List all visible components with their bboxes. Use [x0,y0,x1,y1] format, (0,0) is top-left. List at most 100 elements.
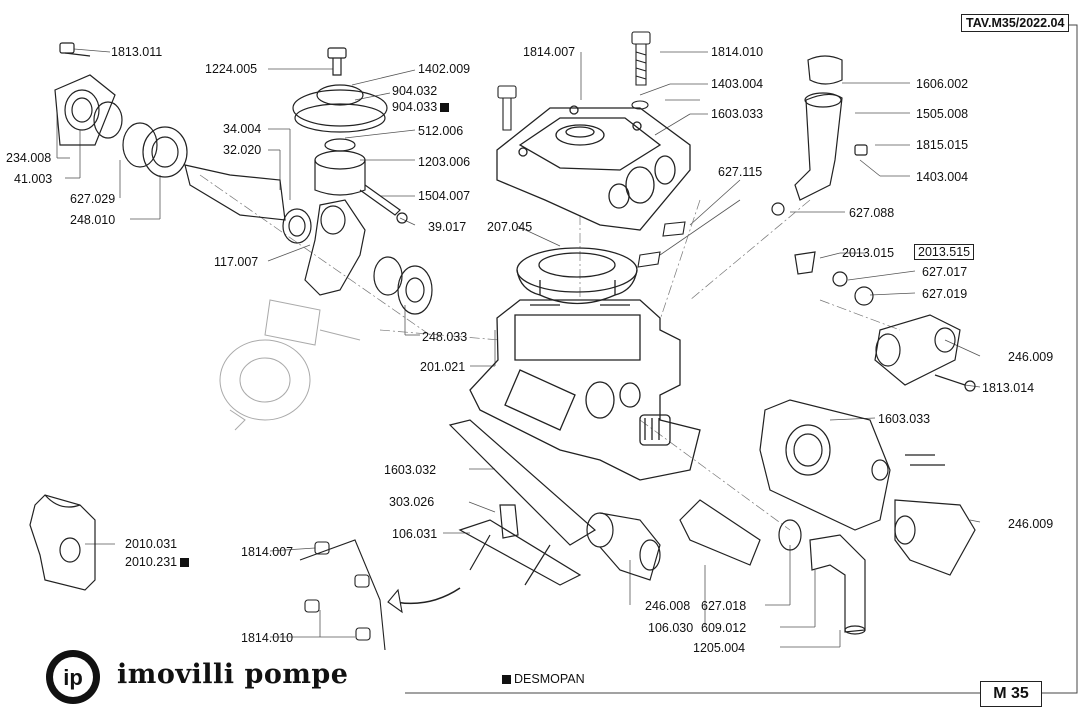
leader-lines [56,48,981,648]
part-number: 1603.033 [878,412,931,426]
part-callout-512-006: 512.006 [418,124,463,138]
part-number: 1603.033 [711,107,764,121]
part-callout-32-020: 32.020 [223,143,261,157]
part-callout-627-018: 627.018 [701,599,746,613]
part-callout-39-017: 39.017 [428,220,466,234]
part-callout-1402-009: 1402.009 [418,62,470,76]
piston-assembly-part [292,47,408,224]
page-code-label: M 35 [980,681,1042,707]
suction-manifold-part [794,251,976,392]
part-callout-106-031: 106.031 [392,527,437,541]
head-bolts-part [497,31,651,131]
base-plate-part [448,419,761,586]
part-number: 1403.004 [711,77,764,91]
part-callout-627-019: 627.019 [922,287,967,301]
pump-head-part [496,105,691,231]
part-callout-1814-007: 1814.007 [523,45,575,59]
part-number: 512.006 [418,124,464,138]
table-code-label: TAV.M35/2022.04 [961,14,1070,32]
part-number: 246.009 [1008,517,1054,531]
part-number: 2010.231 [125,555,178,569]
part-number: 207.045 [487,220,533,234]
sheet-frame [405,24,1078,694]
part-number: 1814.007 [241,545,294,559]
part-callout-1814-007: 1814.007 [241,545,293,559]
part-callout-627-017: 627.017 [922,265,967,279]
brand-name: imovilli pompe [117,659,349,690]
assembly-axes [199,174,901,531]
part-callout-246-009: 246.009 [1008,517,1053,531]
part-number: 1505.008 [916,107,969,121]
part-number: 627.029 [70,192,116,206]
part-number: 627.088 [849,206,895,220]
part-number: 246.008 [645,599,691,613]
part-number: 248.010 [70,213,116,227]
fastener-detail-part [299,539,461,651]
part-number: 303.026 [389,495,435,509]
part-number: 1814.010 [241,631,294,645]
outlet-fitting-part [771,55,868,216]
part-callout-246-008: 246.008 [645,599,690,613]
part-callout-41-003: 41.003 [14,172,52,186]
part-number: 1504.007 [418,189,471,203]
part-number: 1606.002 [916,77,969,91]
part-callout-1813-011: 1813.011 [111,45,162,59]
part-callout-1603-033: 1603.033 [711,107,763,121]
part-callout-2010-231: 2010.231 [125,555,190,569]
pump-body-part [469,299,701,481]
part-number: 1403.004 [916,170,969,184]
part-callout-1603-032: 1603.032 [384,463,436,477]
desmopan-legend: DESMOPAN [502,672,585,686]
part-number: 1813.014 [982,381,1035,395]
part-callout-248-010: 248.010 [70,213,115,227]
part-callout-1606-002: 1606.002 [916,77,968,91]
part-number: 1205.004 [693,641,746,655]
part-number: 106.030 [648,621,694,635]
part-number: 1814.010 [711,45,764,59]
part-number: 1814.007 [523,45,576,59]
faded-reference-assembly [219,299,361,431]
diaphragm-part [516,247,638,305]
part-callout-1224-005: 1224.005 [205,62,257,76]
part-number: 2010.031 [125,537,178,551]
part-callout-1504-007: 1504.007 [418,189,470,203]
coupling-part [586,512,661,581]
pulley-assembly-part [54,42,312,244]
part-number: 2013.515 [918,245,971,259]
part-number: 627.018 [701,599,747,613]
part-number: 904.032 [392,84,438,98]
part-number: 234.008 [6,151,52,165]
part-callout-2013-015: 2013.015 [842,246,894,260]
desmopan-legend-text: DESMOPAN [514,672,585,686]
part-callout-246-009: 246.009 [1008,350,1053,364]
part-number: 32.020 [223,143,262,157]
desmopan-marker-icon [502,675,511,684]
part-callout-1814-010: 1814.010 [711,45,763,59]
valve-gaskets-part [637,221,686,268]
part-callout-1505-008: 1505.008 [916,107,968,121]
part-callout-303-026: 303.026 [389,495,434,509]
part-number: 117.007 [214,255,259,269]
part-callout-627-115: 627.115 [718,165,762,179]
part-callout-1815-015: 1815.015 [916,138,968,152]
part-number: 41.003 [14,172,53,186]
part-callout-34-004: 34.004 [223,122,261,136]
part-callout-1205-004: 1205.004 [693,641,745,655]
part-callout-248-033: 248.033 [422,330,467,344]
part-number: 627.017 [922,265,968,279]
part-callout-627-088: 627.088 [849,206,894,220]
part-number: 627.115 [718,165,763,179]
desmopan-marker-icon [440,103,450,112]
part-number: 1813.011 [111,45,163,59]
brand-logo: ip [46,650,100,704]
part-number: 904.033 [392,100,438,114]
part-number: 246.009 [1008,350,1054,364]
part-number: 248.033 [422,330,468,344]
part-number: 1203.006 [418,155,471,169]
part-number: 2013.015 [842,246,895,260]
part-number: 34.004 [223,122,262,136]
part-callout-1814-010: 1814.010 [241,631,293,645]
part-number: 627.019 [922,287,968,301]
